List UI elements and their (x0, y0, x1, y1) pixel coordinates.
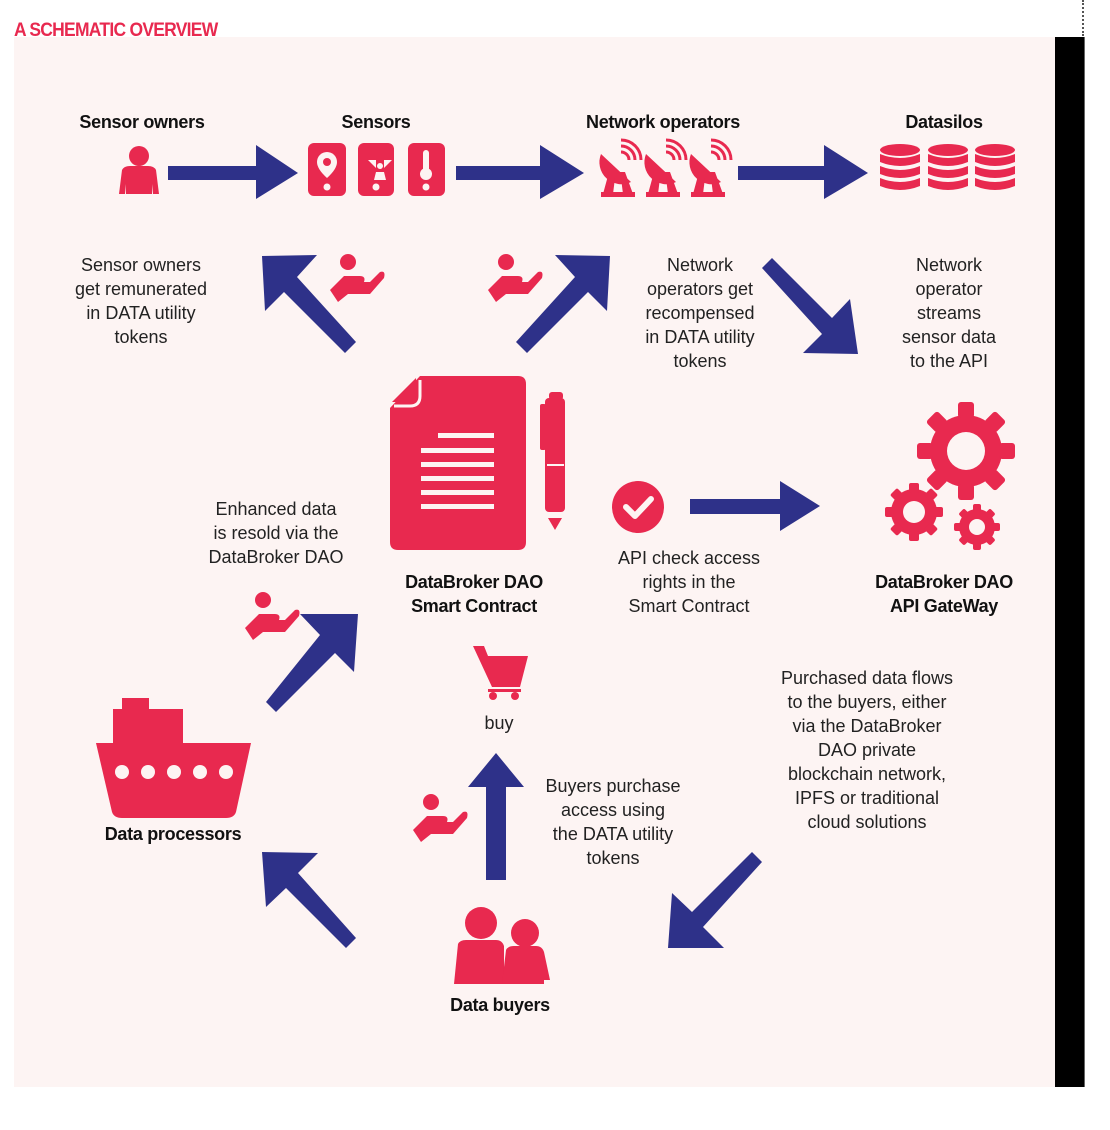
ship-icon (96, 698, 251, 818)
annotation-enhanced-data: Enhanced data is resold via the DataBrok… (208, 497, 343, 569)
annotation-line: API check access (617, 548, 761, 568)
label-line: DataBroker DAO (405, 572, 543, 592)
annotation-sensor-owners-paid: Sensor owners get remunerated in DATA ut… (75, 253, 207, 349)
annotation-purchased-flows: Purchased data flows to the buyers, eith… (781, 666, 953, 834)
annotation-buyers-purchase: Buyers purchase access using the DATA ut… (545, 774, 680, 870)
annotation-line: to the API (909, 351, 989, 371)
label-line: API GateWay (889, 596, 999, 616)
annotation-line: Smart Contract (628, 596, 750, 616)
node-label-api-gateway: DataBroker DAO API GateWay (875, 570, 1013, 618)
node-label-smart-contract: DataBroker DAO Smart Contract (405, 570, 543, 618)
annotation-api-check: API check access rights in the Smart Con… (618, 546, 760, 618)
annotation-line: get remunerated (74, 279, 208, 299)
annotation-line: operator (915, 279, 983, 299)
database-icon (975, 144, 1015, 190)
location-pin-sensor-icon (308, 143, 346, 196)
arrow-owners-to-sensors (168, 145, 298, 199)
annotation-line: via the DataBroker (792, 716, 942, 736)
people-icon (454, 907, 550, 984)
annotation-line: Network (915, 255, 982, 275)
annotation-line: IPFS or traditional (794, 788, 940, 808)
database-icon (880, 144, 920, 190)
annotation-line: cloud solutions (807, 812, 927, 832)
annotation-line: operators get (646, 279, 754, 299)
node-label-datasilos: Datasilos (905, 112, 983, 132)
annotation-line: Sensor owners (80, 255, 202, 275)
arrow-operators-to-api (762, 258, 858, 354)
side-bar (1055, 37, 1085, 1087)
annotation-line: is resold via the (213, 523, 339, 543)
label-line: Smart Contract (411, 596, 537, 616)
shopping-cart-icon (473, 646, 528, 700)
annotation-line: streams (916, 303, 981, 323)
arrow-check-to-api (690, 481, 820, 531)
node-label-network-operators: Network operators (586, 112, 740, 132)
annotation-line: tokens (673, 351, 727, 371)
hand-coin-icon (488, 254, 543, 302)
annotation-line: tokens (114, 327, 168, 347)
node-label-buy: buy (484, 713, 514, 733)
annotation-line: access using (560, 800, 666, 820)
node-label-data-buyers: Data buyers (450, 995, 550, 1015)
arrow-sensors-to-operators (456, 145, 584, 199)
node-label-sensor-owners: Sensor owners (79, 112, 205, 132)
arrow-contract-to-operators (516, 255, 610, 353)
thermometer-sensor-icon (408, 143, 445, 196)
annotation-line: DAO private (817, 740, 917, 760)
arrow-operators-to-datasilos (738, 145, 868, 199)
dotted-guide (1082, 0, 1085, 36)
annotation-line: Network (666, 255, 733, 275)
arrow-contract-to-owners (262, 255, 356, 353)
radiation-sensor-icon (358, 143, 394, 196)
annotation-line: recompensed (645, 303, 755, 323)
annotation-line: in DATA utility (86, 303, 196, 323)
contract-document-pen-icon (390, 376, 565, 550)
database-icon (928, 144, 968, 190)
annotation-line: Buyers purchase (545, 776, 681, 796)
annotation-line: the DATA utility (552, 824, 674, 844)
person-icon (119, 146, 159, 194)
annotation-line: to the buyers, either (787, 692, 947, 712)
annotation-network-operators-paid: Network operators get recompensed in DAT… (645, 253, 754, 373)
annotation-line: sensor data (901, 327, 997, 347)
annotation-line: rights in the (642, 572, 736, 592)
diagram-panel (14, 37, 1056, 1087)
gears-icon (885, 402, 1015, 550)
arrows (168, 145, 868, 948)
arrow-processors-to-contract (266, 614, 358, 712)
satellite-dish-icon (644, 140, 686, 197)
label-line: DataBroker DAO (875, 572, 1013, 592)
node-label-data-processors: Data processors (104, 824, 242, 844)
satellite-dish-icon (599, 140, 641, 197)
hand-coin-icon (245, 592, 300, 640)
node-label-sensors: Sensors (341, 112, 411, 132)
annotation-operator-streams: Network operator streams sensor data to … (902, 253, 996, 373)
annotation-line: Enhanced data (215, 499, 337, 519)
satellite-dish-icon (689, 140, 731, 197)
arrow-api-to-buyers (668, 852, 762, 948)
hand-coin-icon (413, 794, 468, 842)
annotation-line: DataBroker DAO (208, 547, 344, 567)
annotation-line: Purchased data flows (780, 668, 954, 688)
arrow-buyers-to-processors (262, 852, 356, 948)
annotation-line: blockchain network, (787, 764, 947, 784)
annotation-line: in DATA utility (645, 327, 755, 347)
check-circle-icon (612, 481, 664, 533)
annotation-line: tokens (586, 848, 640, 868)
page-title: A SCHEMATIC OVERVIEW (14, 20, 218, 41)
hand-coin-icon (330, 254, 385, 302)
arrow-buyers-to-buy (468, 753, 524, 880)
